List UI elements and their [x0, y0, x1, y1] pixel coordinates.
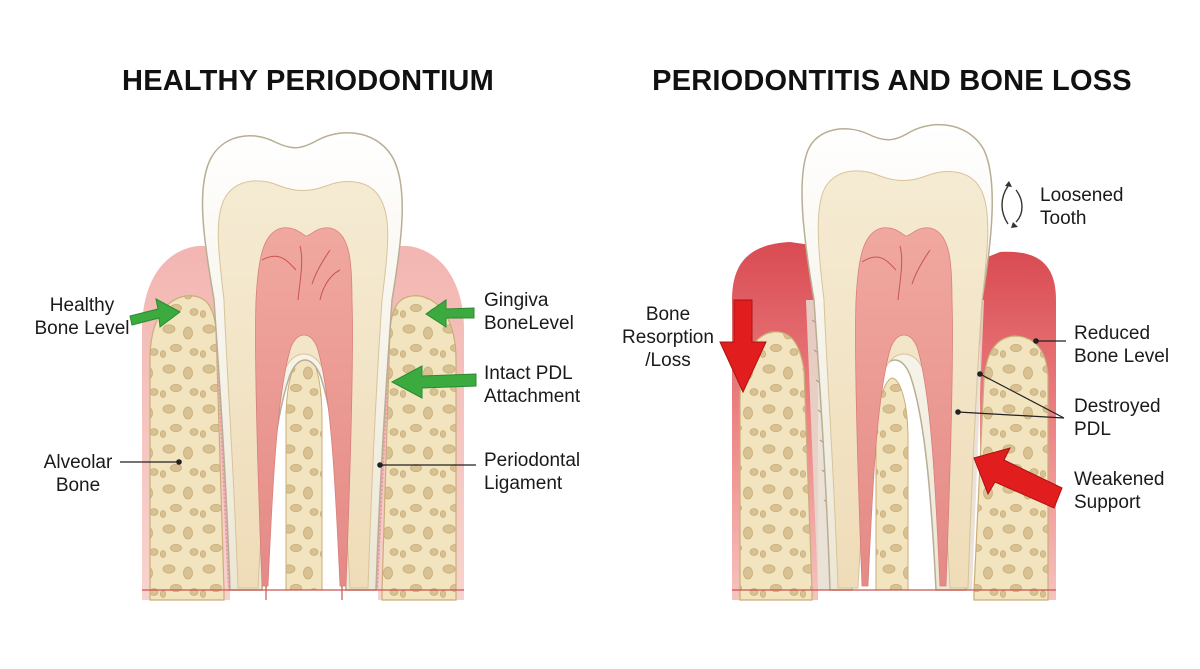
healthy-bone-level-label-1: Healthy	[50, 295, 115, 316]
bone-resorption-label-1: Bone	[646, 304, 690, 325]
healthy-tooth-illustration	[142, 132, 464, 601]
destroyed-pdl-label-2: PDL	[1074, 419, 1111, 440]
destroyed-pdl-label-1: Destroyed	[1074, 396, 1161, 417]
weakened-support-arrow	[973, 447, 1063, 509]
diseased-tooth-illustration	[732, 124, 1056, 601]
destroyed-pdl-leader-dot-1	[977, 371, 983, 377]
weakened-support-label-2: Support	[1074, 492, 1141, 513]
destroyed-pdl-leader	[957, 373, 1065, 419]
loosened-tooth-label-2: Tooth	[1040, 208, 1086, 229]
weakened-support-label-1: Weakened	[1074, 469, 1165, 490]
periodontal-ligament-leader-dot	[377, 462, 383, 468]
healthy-bone-level-arrow	[129, 298, 181, 328]
gingiva-label-1: Gingiva	[484, 290, 549, 311]
alveolar-bone-label-1: Alveolar	[44, 452, 113, 473]
destroyed-pdl-leader-dot-2	[955, 409, 961, 415]
intact-pdl-label-2: Attachment	[484, 386, 581, 407]
loosened-tooth-label-1: Loosened	[1040, 185, 1123, 206]
healthy-bone-level-label-2: Bone Level	[34, 318, 129, 339]
healthy-alveolar-bone-right	[381, 295, 457, 601]
bone-resorption-label-3: /Loss	[645, 350, 690, 371]
reduced-bone-level-label-1: Reduced	[1074, 323, 1150, 344]
reduced-bone-level-leader-dot	[1033, 338, 1039, 344]
gingiva-bone-level-arrow	[425, 299, 475, 328]
healthy-interradicular-bone	[285, 351, 323, 591]
periodontal-ligament-label-2: Ligament	[484, 473, 563, 494]
left-panel-title: HEALTHY PERIODONTIUM	[122, 65, 494, 97]
healthy-tooth-pulp	[255, 227, 353, 587]
right-panel-title: PERIODONTITIS AND BONE LOSS	[652, 65, 1132, 97]
intact-pdl-label-1: Intact PDL	[484, 363, 573, 384]
reduced-bone-level-label-2: Bone Level	[1074, 346, 1169, 367]
movement-icon	[1001, 181, 1023, 228]
reduced-interradicular-bone	[875, 377, 909, 591]
gingiva-label-2: BoneLevel	[484, 313, 574, 334]
intact-pdl-arrow	[390, 365, 477, 399]
bone-resorption-label-2: Resorption	[622, 327, 714, 348]
diseased-tooth-pulp	[855, 227, 953, 587]
healthy-alveolar-bone-left	[149, 295, 225, 601]
bone-resorption-arrow	[719, 299, 767, 394]
periodontal-ligament-label-1: Periodontal	[484, 450, 580, 471]
alveolar-bone-label-2: Bone	[56, 475, 100, 496]
alveolar-bone-leader-dot	[176, 459, 182, 465]
